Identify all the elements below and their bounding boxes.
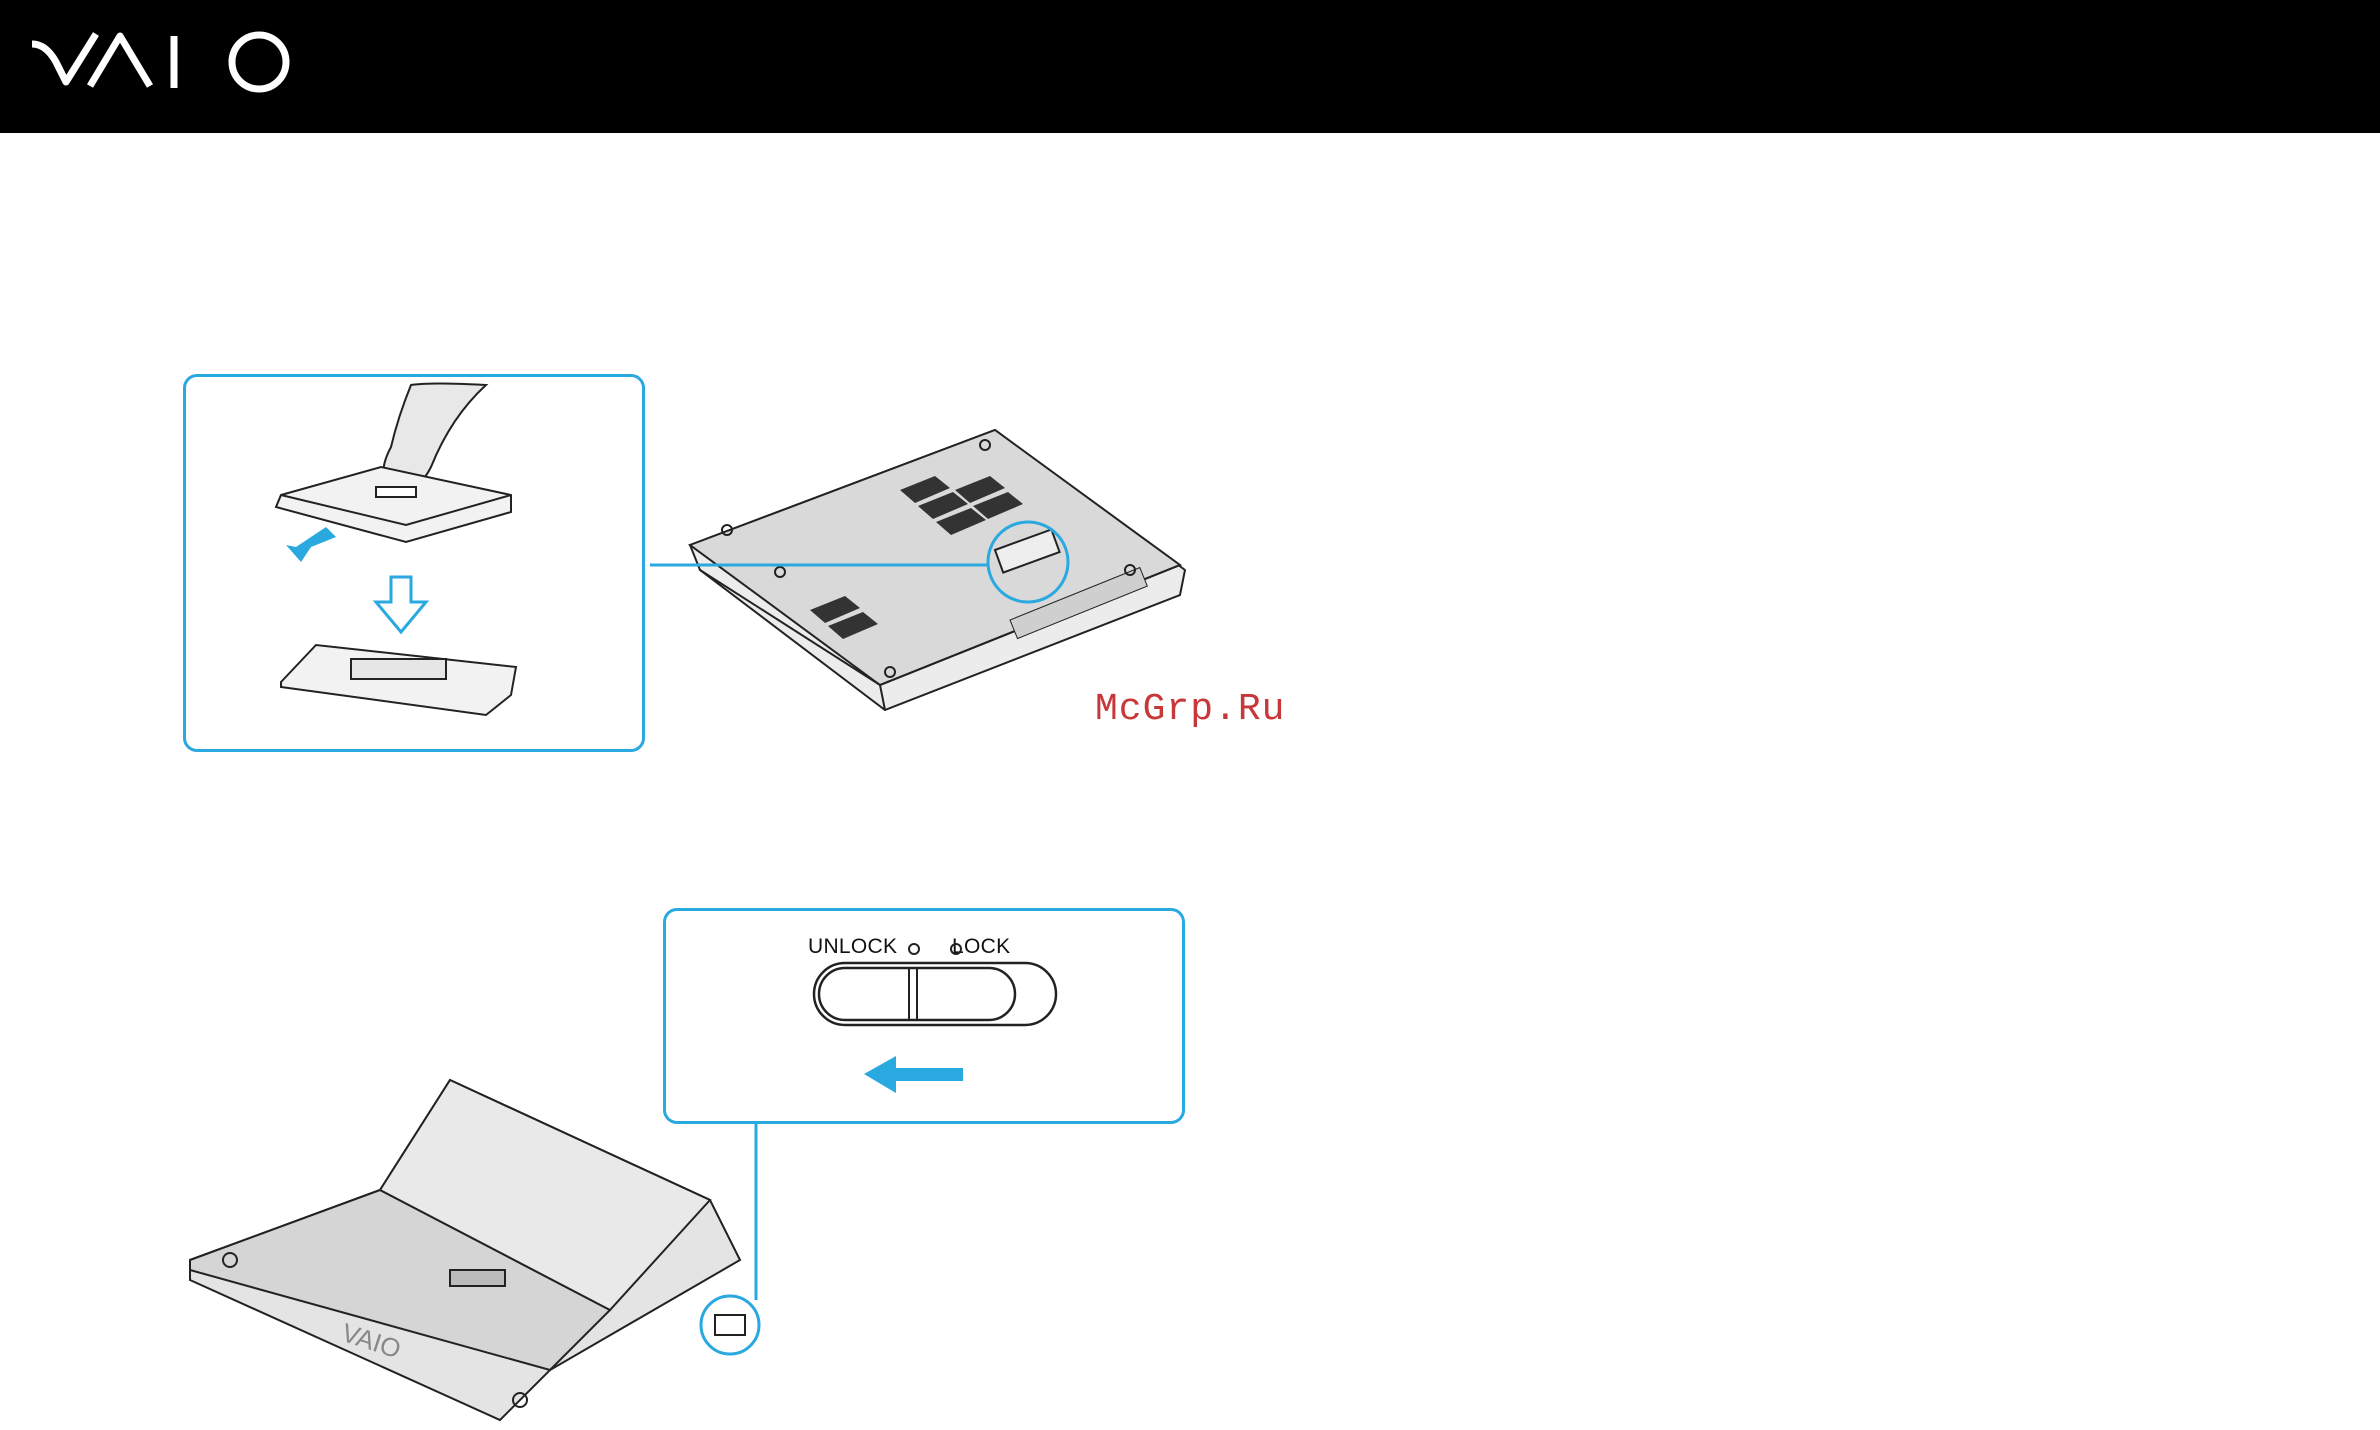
lock-switch-callout: UNLOCK LOCK — [663, 908, 1185, 1124]
latch-cover-callout — [183, 374, 645, 752]
docking-station-illustration: VAIO — [180, 1070, 940, 1430]
lock-switch-diagram — [666, 911, 1182, 1121]
watermark: McGrp.Ru — [1095, 688, 1285, 731]
laptop-underside-illustration — [650, 410, 1650, 830]
slide-left-arrow-icon — [864, 1056, 963, 1093]
unlock-indicator-icon — [909, 944, 919, 954]
latch-cover-steps — [186, 377, 642, 749]
vaio-logo — [28, 28, 300, 98]
lock-indicator-icon — [951, 944, 961, 954]
header-bar — [0, 0, 2380, 133]
